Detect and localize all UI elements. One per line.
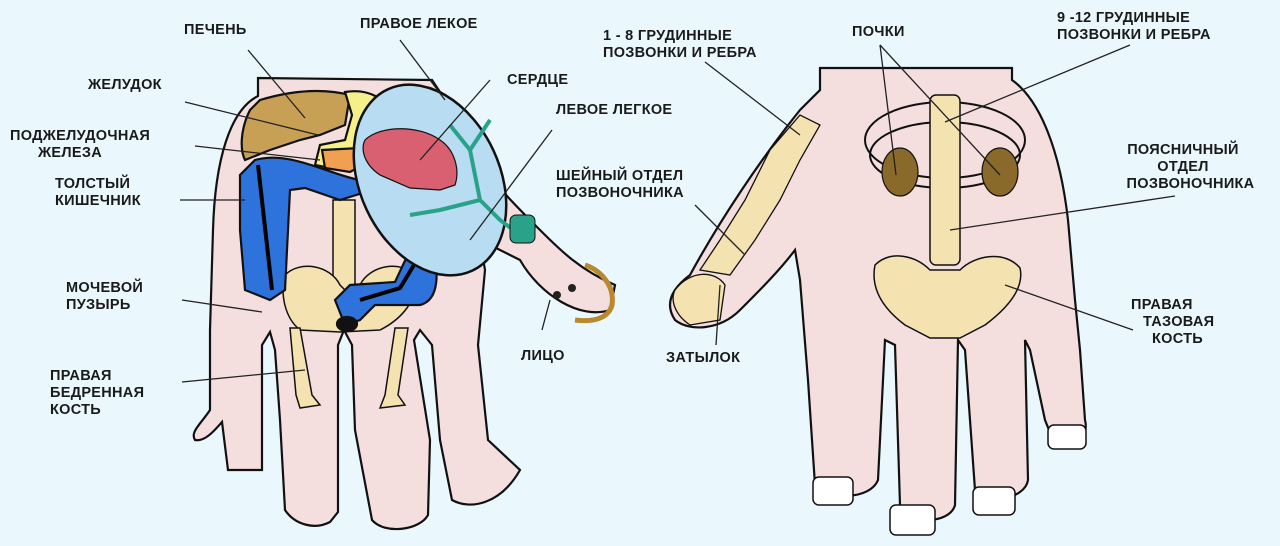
label-stomach: ЖЕЛУДОК <box>88 77 162 93</box>
left-femur <box>378 327 409 409</box>
label-thoracic-9-12-line1: 9 -12 ГРУДИННЫЕ <box>1057 10 1191 26</box>
label-pancreas-line1: ПОДЖЕЛУДОЧНАЯ <box>10 128 151 144</box>
label-cervical-line1: ШЕЙНЫЙ ОТДЕЛ <box>556 168 684 184</box>
label-left-lung: ЛЕВОЕ ЛЕГКОЕ <box>556 102 673 118</box>
label-kidneys: ПОЧКИ <box>852 24 905 40</box>
label-femur-line3: КОСТЬ <box>50 402 102 418</box>
occiput-skull <box>672 273 726 326</box>
right-hand-back <box>668 66 1087 536</box>
label-colon-line2: КИШЕЧНИК <box>55 193 141 209</box>
label-lumbar-line2: ОТДЕЛ <box>1157 159 1209 175</box>
label-colon-line1: ТОЛСТЫЙ <box>55 176 131 192</box>
label-lumbar-line3: ПОЗВОНОЧНИКА <box>1126 176 1255 192</box>
liver-region <box>240 90 352 162</box>
right-femur <box>289 327 322 409</box>
left-hand-palm <box>192 76 617 531</box>
label-thoracic-1-8-line1: 1 - 8 ГРУДИННЫЕ <box>603 28 733 44</box>
label-right-lung: ПРАВОЕ ЛЕКОЕ <box>360 16 478 32</box>
label-thoracic-9-12-line2: ПОЗВОНКИ И РЕБРА <box>1057 27 1211 43</box>
bladder-region <box>335 315 359 333</box>
label-thoracic-1-8-line2: ПОЗВОНКИ И РЕБРА <box>603 45 757 61</box>
left-hand-leader-lines <box>180 39 553 383</box>
label-face: ЛИЦО <box>521 348 565 364</box>
lumbar-spine <box>332 199 356 291</box>
label-pelvis-line2: ТАЗОВАЯ <box>1143 314 1215 330</box>
label-lumbar-line1: ПОЯСНИЧНЫЙ <box>1127 142 1239 158</box>
label-bladder-line2: ПУЗЫРЬ <box>66 297 131 313</box>
label-bladder-line1: МОЧЕВОЙ <box>66 280 144 296</box>
label-occiput: ЗАТЫЛОК <box>666 350 741 366</box>
label-pancreas-line2: ЖЕЛЕЗА <box>38 145 102 161</box>
label-heart: СЕРДЦЕ <box>507 72 569 88</box>
right-kidney <box>981 147 1019 197</box>
label-liver: ПЕЧЕНЬ <box>184 22 247 38</box>
cervical-thoracic-spine <box>672 114 821 326</box>
label-femur-line2: БЕДРЕННАЯ <box>50 385 145 401</box>
lumbar-spine <box>929 94 961 266</box>
pelvis-region <box>873 255 1022 339</box>
left-kidney <box>881 147 919 197</box>
label-pelvis-line3: КОСТЬ <box>1152 331 1204 347</box>
face-hair <box>574 262 615 324</box>
label-pelvis-line1: ПРАВАЯ <box>1131 297 1193 313</box>
right-hand-leader-lines <box>694 44 1176 346</box>
label-femur-line1: ПРАВАЯ <box>50 368 112 384</box>
label-cervical-line2: ПОЗВОНОЧНИКА <box>556 185 684 201</box>
